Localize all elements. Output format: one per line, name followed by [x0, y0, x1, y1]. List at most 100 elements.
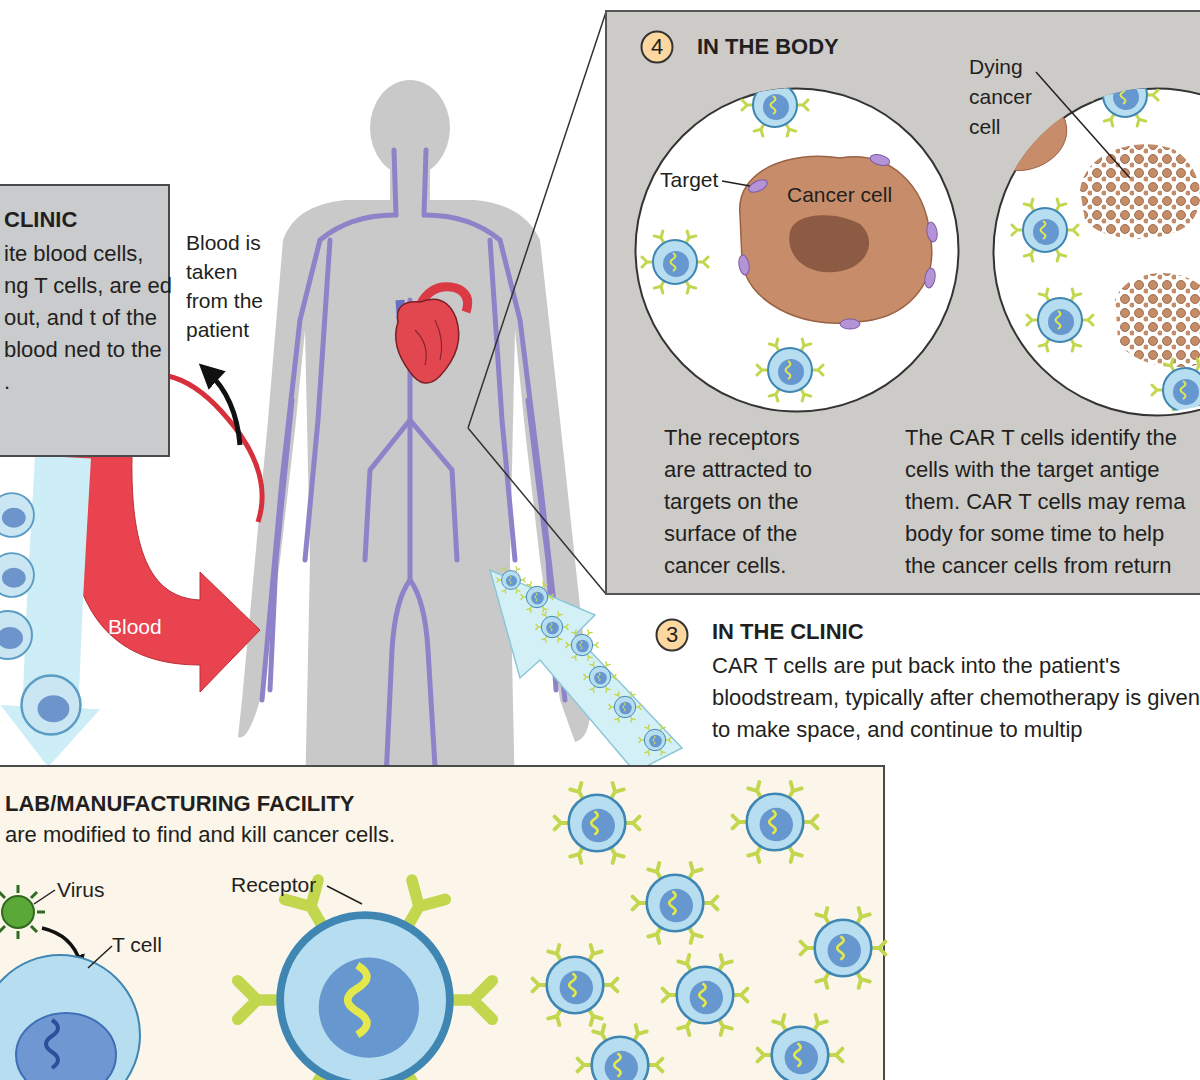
leader-line	[88, 946, 112, 968]
cancer-nucleus	[789, 215, 869, 272]
vein	[305, 240, 330, 560]
leader-line	[722, 181, 750, 186]
antigen	[747, 177, 769, 195]
return-arrow	[490, 570, 682, 772]
zoom-circle: Dying cancer cell	[992, 87, 1200, 417]
car-t-cell	[497, 567, 525, 594]
target-antigens	[737, 153, 938, 329]
t-cell-nucleus	[16, 1013, 116, 1080]
white-cell	[0, 611, 32, 659]
killing-scene	[995, 64, 1200, 421]
white-cell	[22, 676, 81, 735]
lab-scene	[0, 782, 885, 1080]
step-text: CAR T cells are put back into the patien…	[712, 650, 1200, 746]
zoom-panel: IN THE BODY The receptors are attracted t…	[605, 10, 1200, 595]
heart-vessels	[415, 320, 442, 365]
virus	[2, 896, 34, 928]
infect-arrow	[42, 928, 80, 962]
car-t-cell	[1152, 359, 1200, 421]
car-t-cell	[663, 955, 748, 1035]
circle-outline	[634, 87, 960, 413]
leader-line	[327, 886, 362, 904]
car-t-cell	[1012, 199, 1078, 261]
car-t-cell	[584, 662, 616, 692]
car-t-cell	[639, 725, 671, 755]
car-t-cell	[757, 339, 823, 401]
white-cell	[0, 553, 34, 597]
vein	[262, 215, 395, 700]
node-heading: Dying cancer cell	[969, 52, 1059, 142]
dna	[46, 1020, 58, 1068]
node-heading: 3	[655, 618, 689, 652]
antigen	[925, 221, 938, 242]
car-t-cell	[609, 692, 641, 722]
zoom-circle: TargetCancer cell	[634, 87, 960, 413]
binding-scene	[642, 74, 939, 401]
circle-shape	[636, 89, 959, 412]
node-heading: IN THE BODY	[697, 33, 997, 61]
annotation: Blood is taken from the patient	[186, 228, 278, 344]
car-t-cell	[578, 1025, 663, 1080]
car-t-cell	[566, 630, 598, 660]
blood-arrow	[65, 455, 260, 692]
part-label: Receptor	[231, 872, 351, 898]
node-heading: 4	[640, 30, 674, 64]
node-heading: LAB/MANUFACTURING FACILITY	[5, 790, 605, 818]
body-silhouette	[238, 80, 590, 800]
direction-arrow	[208, 372, 240, 445]
callout-number: 4	[640, 30, 674, 64]
node-text: The receptors are attracted to targets o…	[664, 422, 836, 582]
car-t-cell	[238, 880, 493, 1080]
dying-cell	[1080, 144, 1200, 238]
step-box: CLINICite blood cells, ng T cells, are e…	[0, 184, 170, 457]
vein	[270, 400, 292, 690]
arrow-label: Blood	[108, 613, 188, 641]
car-t-cell	[555, 783, 640, 863]
car-t-cell	[733, 782, 818, 862]
flow-arrow	[50, 457, 63, 707]
t-cell	[0, 955, 140, 1080]
dying-cell	[1115, 273, 1200, 367]
vein	[394, 150, 396, 215]
vein	[410, 420, 457, 560]
car-t-cell	[1027, 289, 1093, 351]
veins	[262, 150, 565, 800]
car-t-cell	[742, 74, 808, 136]
node-text: Cancer cell	[787, 181, 927, 209]
heart	[396, 287, 468, 383]
car-t-cell	[642, 231, 708, 293]
white-cells	[0, 493, 80, 734]
step-heading: IN THE CLINIC	[712, 618, 1112, 646]
car-t-cell	[758, 1015, 843, 1080]
white-cell	[0, 493, 34, 537]
antigen	[840, 319, 860, 329]
car-t-cell	[536, 612, 568, 642]
stage-box: LAB/MANUFACTURING FACILITY are modified t…	[0, 765, 885, 1080]
antigen	[923, 267, 936, 288]
heart-body	[396, 299, 459, 383]
vein	[490, 240, 515, 560]
zoom-lines	[468, 12, 606, 594]
leader-line	[1036, 72, 1130, 178]
virus-spikes	[0, 885, 45, 939]
leader-line	[34, 890, 55, 904]
node-heading: Target	[660, 166, 730, 194]
torso-arms	[238, 200, 590, 800]
circle-outline	[992, 87, 1200, 417]
car-t-cell	[533, 945, 618, 1025]
car-t-cell	[801, 908, 886, 988]
returning-cells	[497, 567, 671, 755]
car-t-cell	[1092, 64, 1158, 126]
callout-number: 3	[655, 618, 689, 652]
node-text: are modified to find and kill cancer cel…	[5, 821, 605, 849]
car-t-cell	[521, 582, 553, 612]
blood-line	[168, 376, 262, 522]
cancer-cell	[740, 156, 932, 323]
node-heading: CLINIC	[4, 206, 164, 234]
vein	[365, 420, 410, 560]
antigen	[869, 153, 891, 168]
car-t-cell	[633, 863, 718, 943]
vein	[424, 150, 426, 215]
